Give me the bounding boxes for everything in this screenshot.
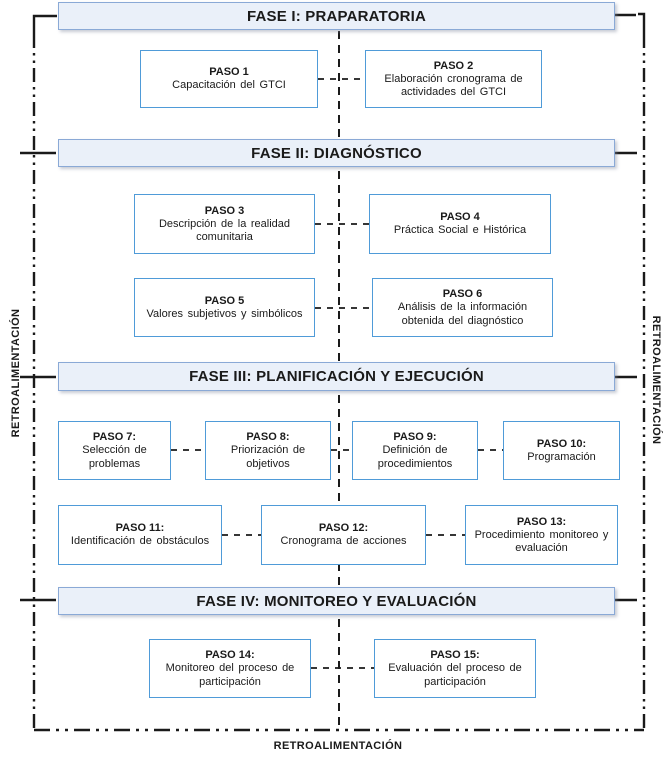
step-text-paso-8: Priorización de objetivos: [230, 444, 306, 470]
phase-title-fase-1: FASE I: PRAPARATORIA: [246, 7, 426, 25]
step-box-paso-7: PASO 7: Selección de problemas: [58, 421, 171, 480]
step-text-paso-6: Análisis de la información obtenida del …: [397, 301, 528, 327]
step-box-paso-4: PASO 4 Práctica Social e Histórica: [369, 194, 551, 254]
step-text-paso-9: Definición de procedimientos: [377, 444, 453, 470]
step-number-paso-11: PASO 11:: [115, 522, 165, 535]
step-number-paso-3: PASO 3: [204, 204, 245, 217]
step-number-paso-13: PASO 13:: [516, 515, 567, 528]
step-number-paso-14: PASO 14:: [205, 649, 255, 661]
step-box-paso-15: PASO 15: Evaluación del proceso de parti…: [374, 639, 536, 698]
step-box-paso-6: PASO 6 Análisis de la información obteni…: [372, 278, 553, 337]
phase-title-fase-2: FASE II: DIAGNÓSTICO: [251, 144, 422, 162]
step-box-paso-14: PASO 14: Monitoreo del proceso de partic…: [149, 639, 311, 698]
step-text-paso-13: Procedimiento monitoreo y evaluación: [474, 528, 609, 555]
step-box-paso-1: PASO 1 Capacitación del GTCI: [140, 50, 318, 108]
feedback-label-bottom: RETROALIMENTACIÓN: [273, 740, 403, 752]
frame-top-right-bracket: [638, 12, 646, 34]
step-text-paso-3: Descripción de la realidad comunitaria: [158, 217, 291, 244]
step-text-paso-11: Identificación de obstáculos: [70, 535, 210, 548]
step-box-paso-10: PASO 10: Programación: [503, 421, 620, 480]
step-text-paso-14: Monitoreo del proceso de participación: [165, 662, 295, 688]
step-text-paso-12: Cronograma de acciones: [280, 535, 407, 548]
step-box-paso-11: PASO 11: Identificación de obstáculos: [58, 505, 222, 565]
step-number-paso-10: PASO 10:: [536, 437, 587, 450]
feedback-label-right: RETROALIMENTACIÓN: [650, 315, 662, 445]
step-number-paso-2: PASO 2: [433, 59, 474, 72]
phase-bar-fase-4: FASE IV: MONITOREO Y EVALUACIÓN: [58, 587, 615, 615]
step-number-paso-12: PASO 12:: [318, 522, 369, 535]
phase-bar-fase-1: FASE I: PRAPARATORIA: [58, 2, 615, 30]
feedback-label-left: RETROALIMENTACIÓN: [10, 308, 22, 438]
step-text-paso-1: Capacitación del GTCI: [172, 79, 286, 92]
step-box-paso-5: PASO 5 Valores subjetivos y simbólicos: [134, 278, 315, 337]
phase-title-fase-4: FASE IV: MONITOREO Y EVALUACIÓN: [196, 592, 477, 610]
step-number-paso-5: PASO 5: [204, 294, 245, 307]
step-box-paso-12: PASO 12: Cronograma de acciones: [261, 505, 426, 565]
step-box-paso-8: PASO 8: Priorización de objetivos: [205, 421, 331, 480]
step-number-paso-1: PASO 1: [209, 66, 249, 79]
step-box-paso-13: PASO 13: Procedimiento monitoreo y evalu…: [465, 505, 618, 565]
step-number-paso-15: PASO 15:: [430, 649, 480, 661]
step-number-paso-4: PASO 4: [440, 211, 480, 224]
step-text-paso-4: Práctica Social e Histórica: [393, 224, 527, 237]
phase-bar-fase-3: FASE III: PLANIFICACIÓN Y EJECUCIÓN: [58, 362, 615, 391]
step-text-paso-15: Evaluación del proceso de participación: [388, 662, 522, 688]
step-box-paso-9: PASO 9: Definición de procedimientos: [352, 421, 478, 480]
step-box-paso-2: PASO 2 Elaboración cronograma de activid…: [365, 50, 542, 108]
step-text-paso-10: Programación: [527, 450, 596, 463]
phase-bar-fase-2: FASE II: DIAGNÓSTICO: [58, 139, 615, 167]
step-text-paso-5: Valores subjetivos y simbólicos: [146, 307, 303, 320]
step-text-paso-2: Elaboración cronograma de actividades de…: [384, 72, 523, 99]
phase-title-fase-3: FASE III: PLANIFICACIÓN Y EJECUCIÓN: [189, 368, 484, 385]
step-number-paso-9: PASO 9:: [393, 431, 437, 443]
step-number-paso-8: PASO 8:: [246, 431, 290, 443]
step-text-paso-7: Selección de problemas: [82, 444, 147, 470]
step-number-paso-7: PASO 7:: [92, 431, 137, 443]
step-number-paso-6: PASO 6: [442, 288, 483, 300]
frame-top-left-bracket: [32, 14, 57, 34]
step-box-paso-3: PASO 3 Descripción de la realidad comuni…: [134, 194, 315, 254]
